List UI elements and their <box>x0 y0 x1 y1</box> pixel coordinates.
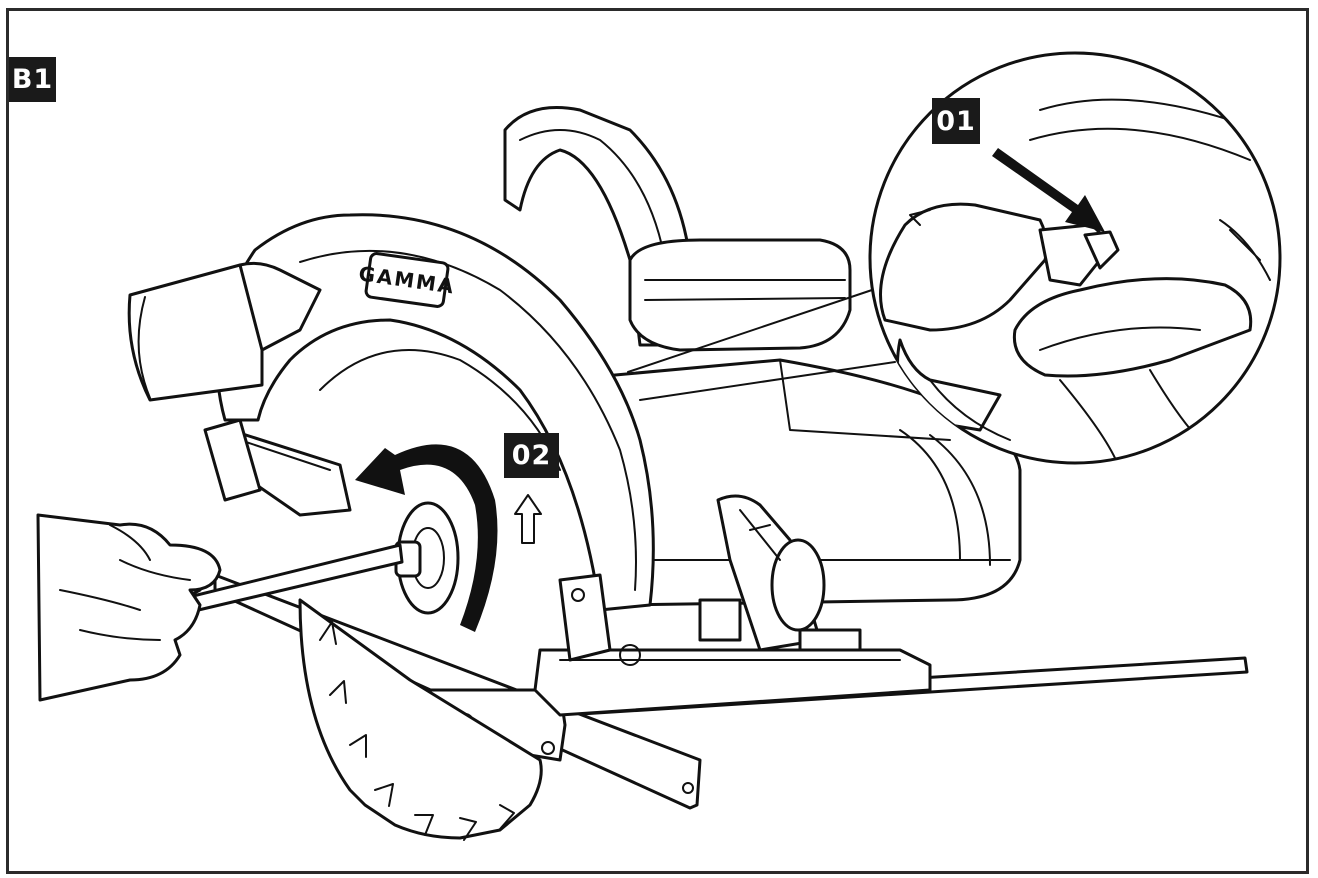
callout-02: 02 <box>504 433 559 478</box>
direction-arrow-icon <box>514 494 542 544</box>
magnifier-connector <box>627 289 896 401</box>
hand <box>36 513 222 702</box>
handle <box>503 106 852 352</box>
base-plate <box>533 573 932 717</box>
magnifier-inset <box>868 51 1282 465</box>
front-nose <box>127 261 322 402</box>
bevel-mechanism <box>698 494 862 682</box>
callout-01: 01 <box>932 98 980 144</box>
panel-label: B1 <box>9 57 56 102</box>
saw-blade <box>298 598 543 841</box>
blade-guard: GAMMA <box>215 213 655 612</box>
lower-guard-lever <box>203 418 352 517</box>
blade-flange <box>394 501 460 615</box>
